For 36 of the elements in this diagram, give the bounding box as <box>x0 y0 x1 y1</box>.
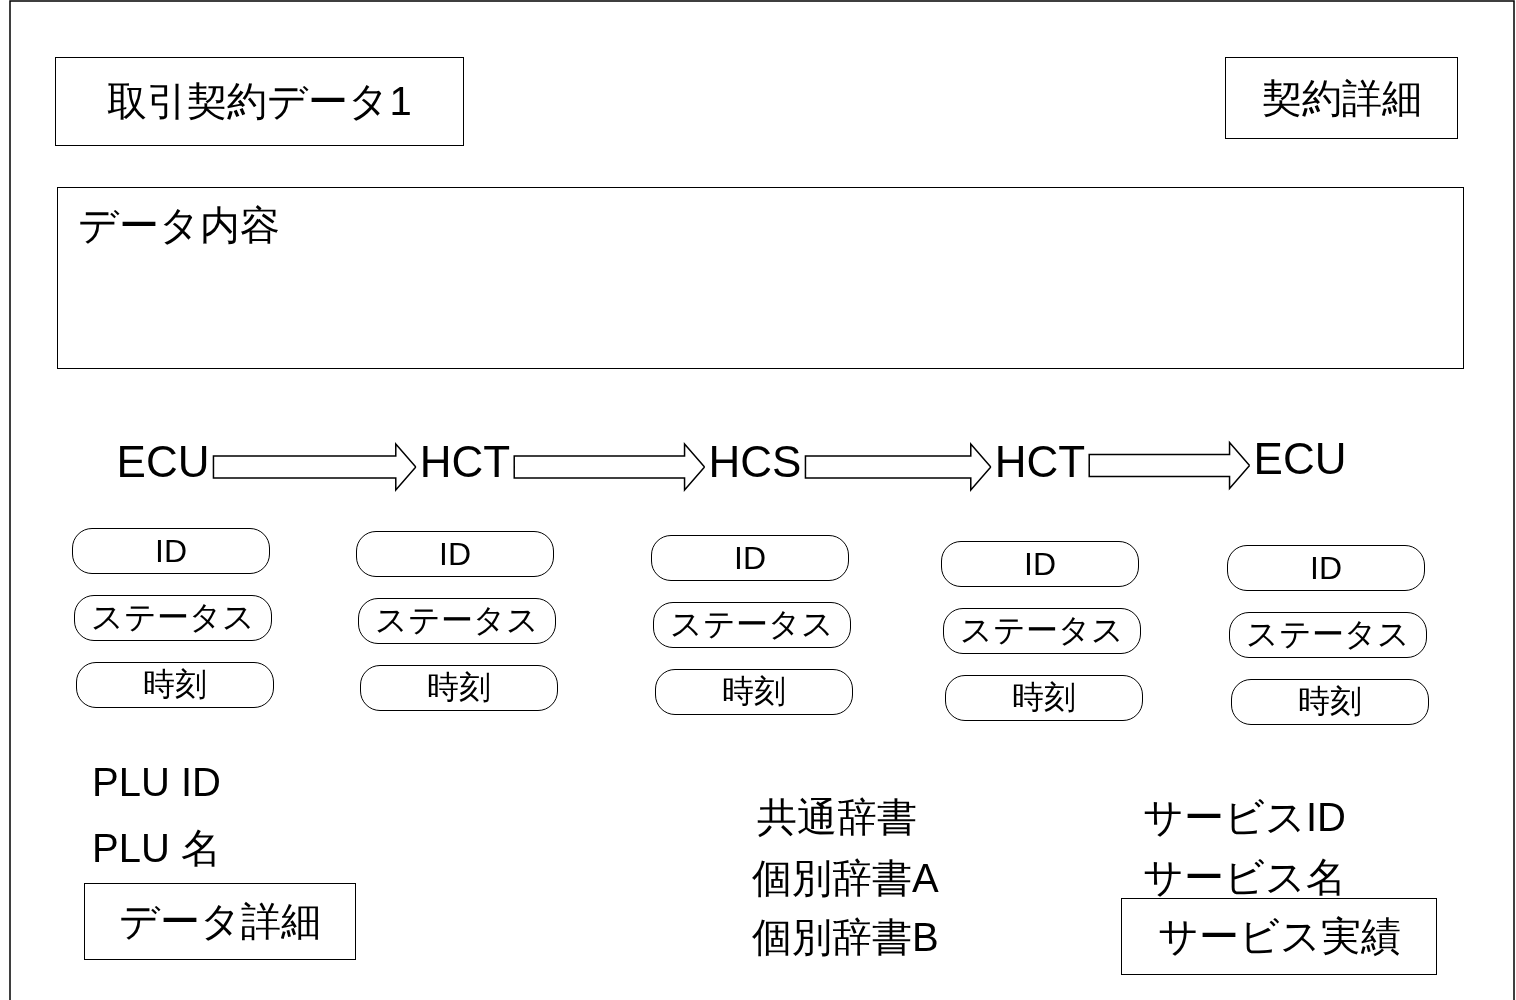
field-pill: ステータス <box>358 598 556 644</box>
text-box: データ内容 <box>57 187 1464 369</box>
text-label: 個別辞書B <box>752 914 939 961</box>
text-label: 共通辞書 <box>757 794 917 841</box>
field-pill: 時刻 <box>945 675 1143 721</box>
text-box: 取引契約データ1 <box>55 57 464 146</box>
node-label: HCT <box>994 435 1086 489</box>
text-label: PLU ID <box>92 760 221 805</box>
text-label: 個別辞書A <box>752 855 939 902</box>
field-pill: ステータス <box>653 602 851 648</box>
field-pill: ID <box>941 541 1139 587</box>
field-pill: ID <box>72 528 270 574</box>
hollow-arrow <box>212 442 417 492</box>
text-label: サービス名 <box>1143 854 1346 901</box>
field-pill: 時刻 <box>76 662 274 708</box>
hollow-arrow <box>804 442 992 492</box>
field-pill: 時刻 <box>655 669 853 715</box>
node-label: ECU <box>1253 432 1347 486</box>
text-box: データ詳細 <box>84 883 356 960</box>
node-label: HCS <box>708 435 802 489</box>
hollow-arrow <box>513 442 706 492</box>
field-pill: ステータス <box>943 608 1141 654</box>
node-label: HCT <box>419 435 511 489</box>
field-pill: ID <box>356 531 554 577</box>
field-pill: 時刻 <box>1231 679 1429 725</box>
text-label: PLU 名 <box>92 825 221 872</box>
field-pill: ID <box>651 535 849 581</box>
field-pill: ステータス <box>1229 612 1427 658</box>
hollow-arrow <box>1088 440 1251 491</box>
text-box: 契約詳細 <box>1225 57 1458 139</box>
node-label: ECU <box>116 435 210 489</box>
text-box: サービス実績 <box>1121 898 1437 975</box>
field-pill: 時刻 <box>360 665 558 711</box>
field-pill: ステータス <box>74 595 272 641</box>
field-pill: ID <box>1227 545 1425 591</box>
text-label: サービスID <box>1143 794 1346 841</box>
